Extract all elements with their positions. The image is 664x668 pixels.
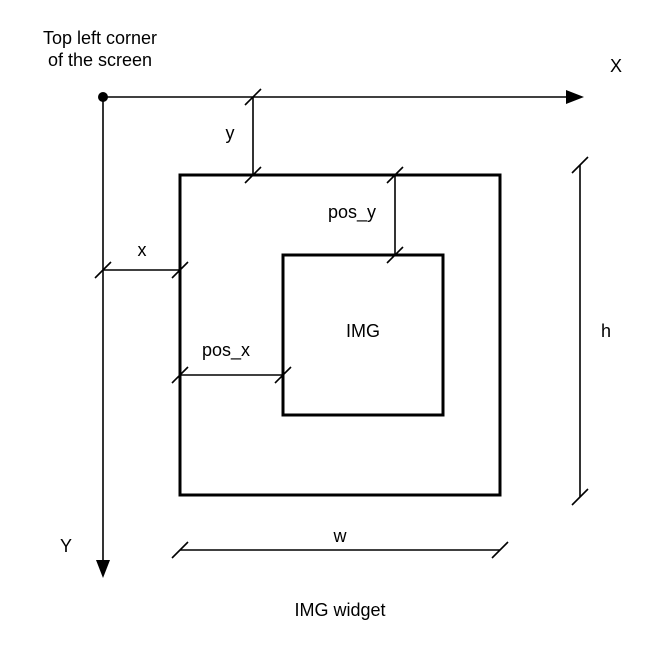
dim-x-tick-left	[94, 261, 112, 279]
dim-w-tick-right	[491, 541, 509, 559]
y-axis-label: Y	[60, 536, 72, 556]
dim-pos-x-tick-right	[274, 366, 292, 384]
dim-h-label: h	[601, 321, 611, 341]
dim-w-label: w	[333, 526, 348, 546]
dim-x-label: x	[138, 240, 147, 260]
dim-w-tick-left	[171, 541, 189, 559]
x-axis-label: X	[610, 56, 622, 76]
dim-pos-x-tick-left	[171, 366, 189, 384]
origin-label-line1: Top left corner	[43, 28, 157, 48]
img-inner-box	[281, 253, 445, 417]
dim-y-tick-bottom	[244, 166, 262, 184]
diagram-caption: IMG widget	[294, 600, 385, 620]
x-axis-arrowhead-icon	[566, 90, 584, 104]
dim-h-tick-top	[571, 156, 589, 174]
dim-h-tick-bottom	[571, 488, 589, 506]
dim-y-label: y	[226, 123, 235, 143]
dim-pos-x-label: pos_x	[202, 340, 250, 361]
origin-label-line2: of the screen	[48, 50, 152, 70]
dim-y-tick-top	[244, 88, 262, 106]
dim-pos-y-label: pos_y	[328, 202, 376, 223]
dim-pos-y-tick-top	[386, 166, 404, 184]
img-box-label: IMG	[346, 321, 380, 341]
y-axis-arrowhead-icon	[96, 560, 110, 578]
dim-x-tick-right	[171, 261, 189, 279]
dim-pos-y-tick-bottom	[386, 246, 404, 264]
